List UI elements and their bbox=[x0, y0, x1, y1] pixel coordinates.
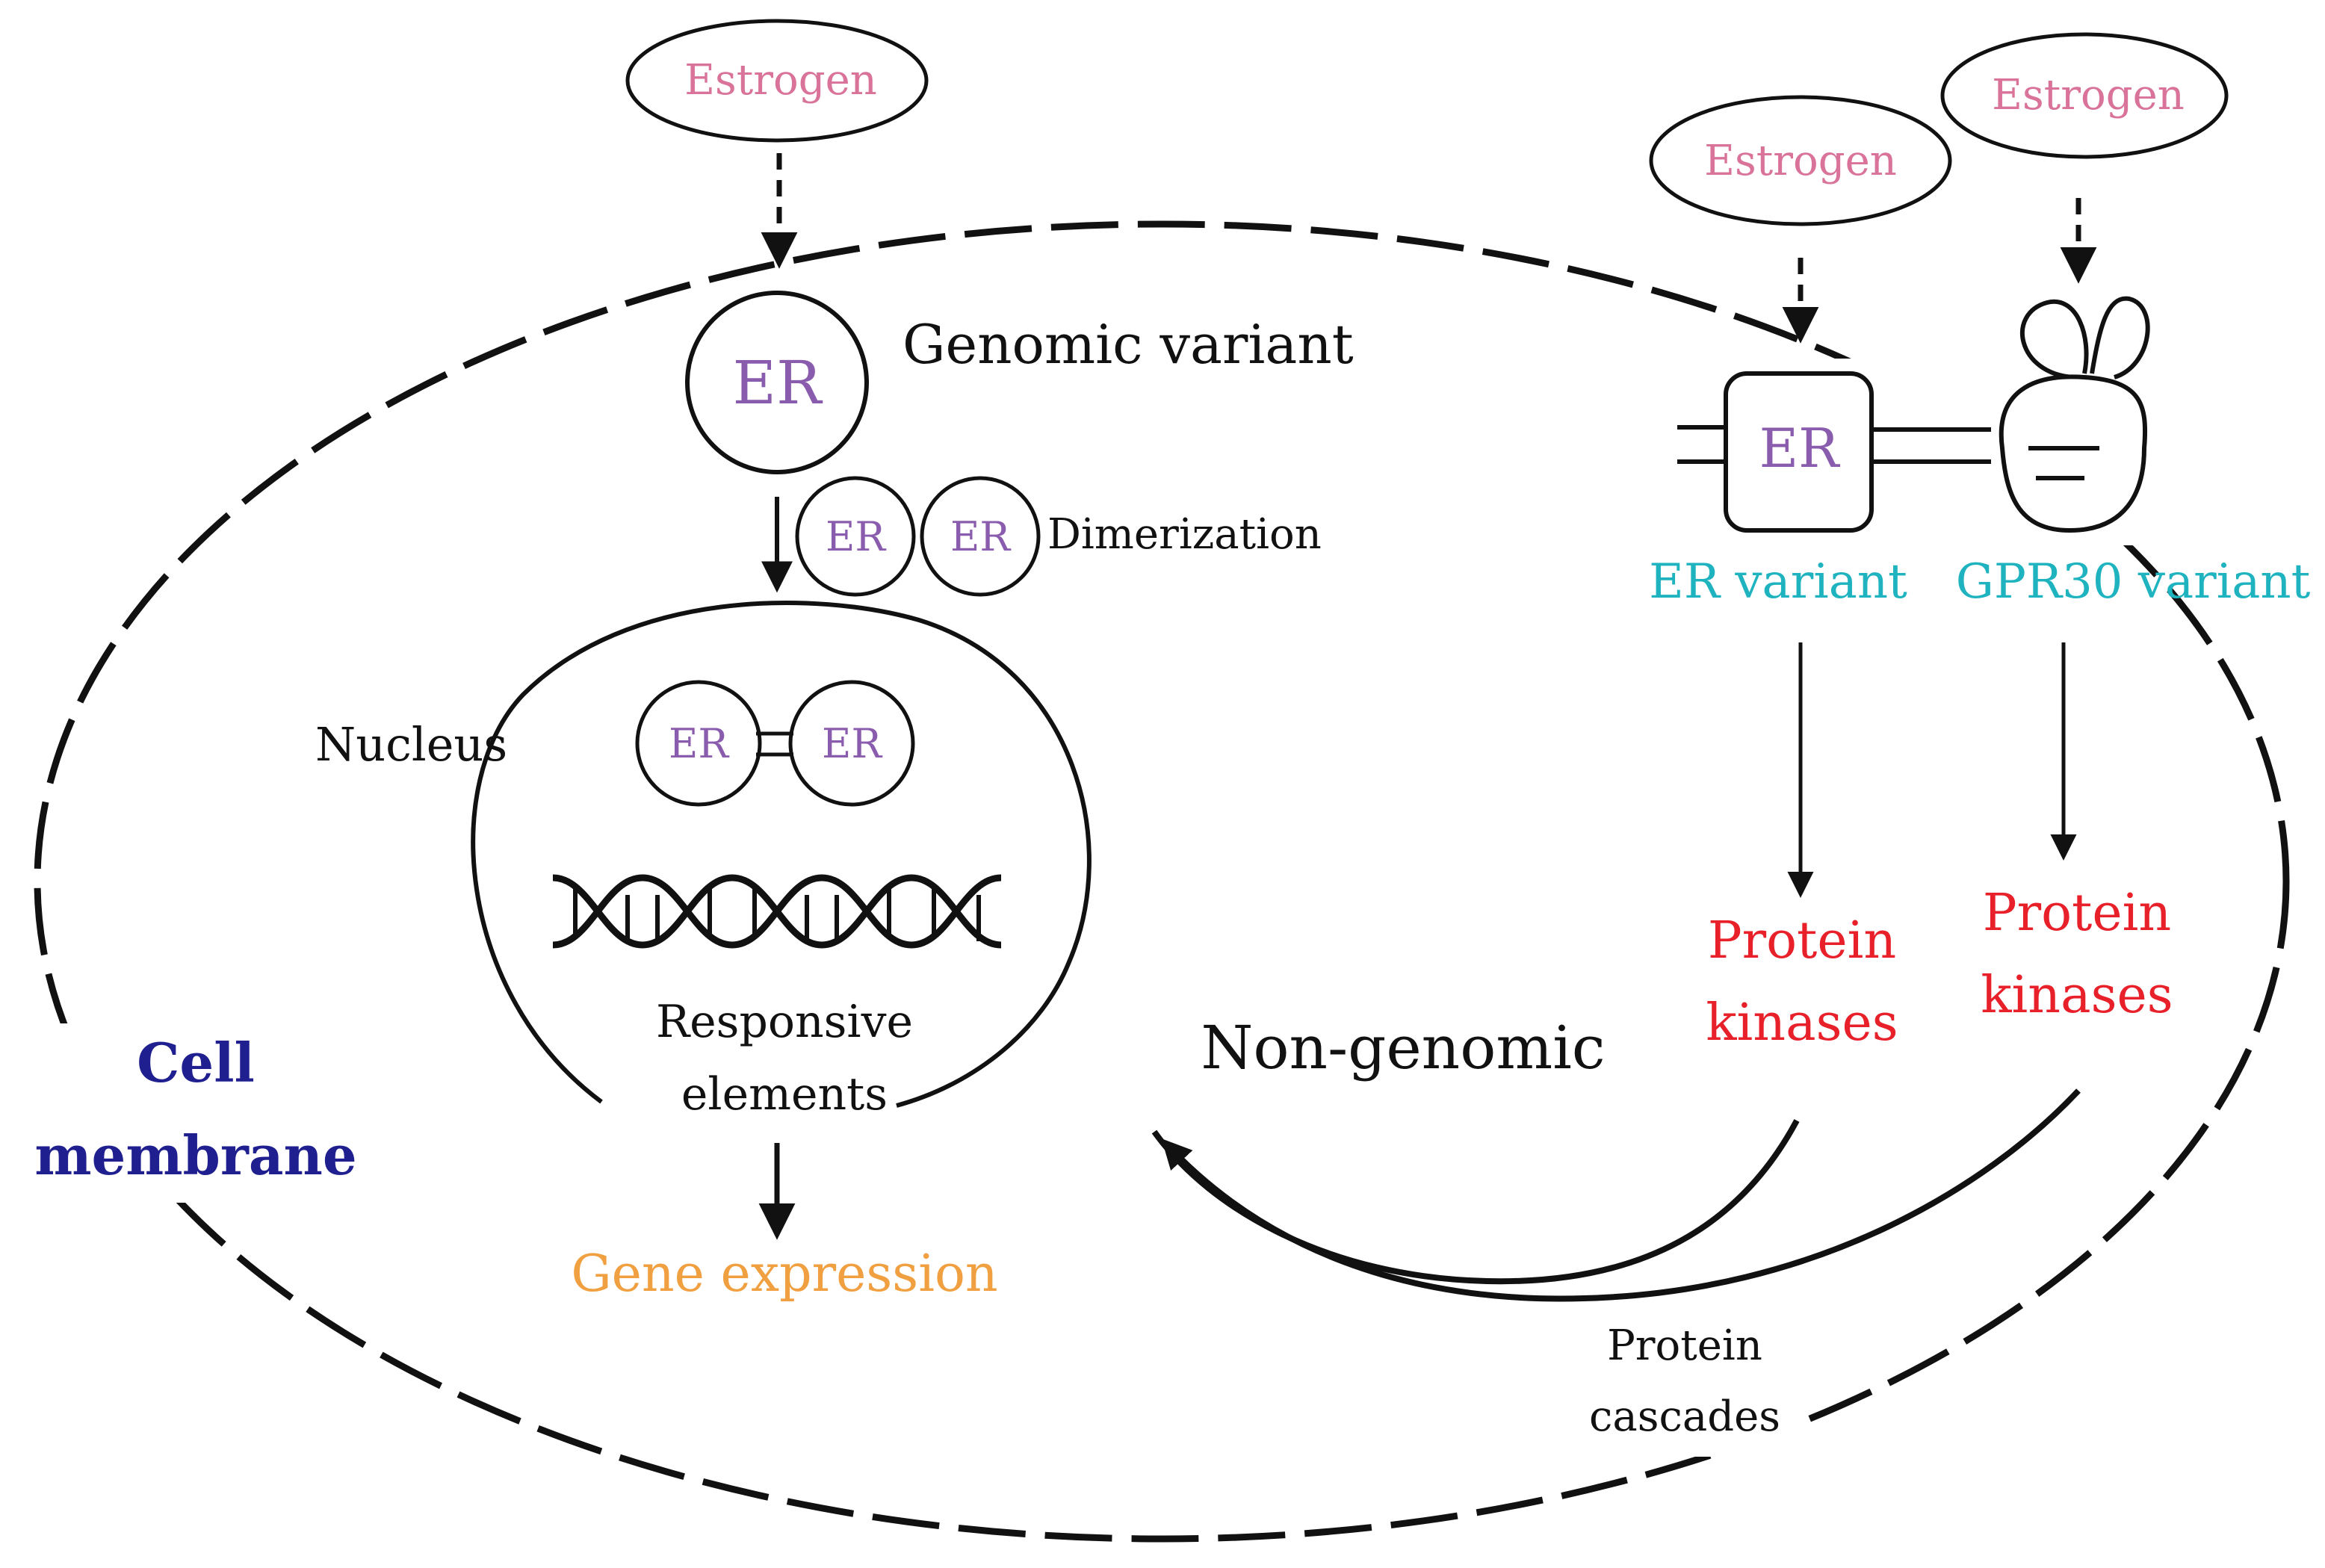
estrogen-label-2: Estrogen bbox=[1704, 137, 1897, 185]
kinases-2-line1: Protein bbox=[1983, 884, 2171, 943]
er-genomic-node: ER bbox=[685, 291, 869, 474]
genomic-variant-label: Genomic variant bbox=[903, 313, 1354, 376]
responsive-elements-line2: elements bbox=[681, 1068, 888, 1121]
er-genomic-label: ER bbox=[733, 348, 823, 418]
responsive-elements-line1: Responsive bbox=[656, 996, 913, 1048]
gpr30-variant-label: GPR30 variant bbox=[1956, 554, 2311, 610]
kinases-1-line1: Protein bbox=[1708, 911, 1896, 970]
kinase-1-cascade-curve bbox=[1151, 1119, 1800, 1285]
gpr30-receptor-icon bbox=[1999, 296, 2150, 533]
er-dimer-a bbox=[795, 476, 916, 597]
estrogen-node-1: Estrogen bbox=[625, 19, 929, 143]
dimerization-label: Dimerization bbox=[1047, 510, 1322, 559]
cell-membrane bbox=[34, 220, 2290, 1543]
er-nuc-a-label: ER bbox=[669, 720, 729, 767]
er-nuclear-dimer: ER ER bbox=[635, 680, 915, 807]
kinases-1-line2: kinases bbox=[1706, 994, 1898, 1053]
er-nuc-b bbox=[788, 680, 915, 807]
gene-expression-label: Gene expression bbox=[571, 1245, 997, 1304]
estrogen-node-2: Estrogen bbox=[1649, 95, 1952, 226]
non-genomic-label: Non-genomic bbox=[1201, 1013, 1605, 1082]
estrogen-node-3: Estrogen bbox=[1940, 32, 2229, 159]
dna-helix-icon bbox=[552, 874, 1002, 949]
cell-membrane-label-line1: Cell bbox=[137, 1031, 255, 1094]
kinases-2-line2: kinases bbox=[1981, 966, 2173, 1025]
kinase-2-cascade-curve bbox=[1161, 1088, 2081, 1302]
er-nuc-a bbox=[635, 680, 762, 807]
er-variant-label: ER variant bbox=[1649, 554, 1907, 610]
cell-membrane-label-line2: membrane bbox=[34, 1124, 356, 1187]
er-dimer-b bbox=[920, 476, 1041, 597]
er-membrane-label: ER bbox=[1759, 417, 1841, 480]
er-nuc-b-label: ER bbox=[822, 720, 882, 767]
nucleus-label: Nucleus bbox=[315, 717, 507, 772]
estrogen-label-3: Estrogen bbox=[1992, 71, 2185, 120]
er-dimer-b-label: ER bbox=[950, 513, 1011, 560]
nucleus-membrane bbox=[471, 601, 1092, 1108]
protein-cascades-line2: cascades bbox=[1589, 1392, 1780, 1441]
er-membrane-receptor bbox=[1677, 371, 1991, 533]
protein-cascades-line1: Protein bbox=[1607, 1321, 1762, 1370]
estrogen-label-1: Estrogen bbox=[684, 56, 877, 105]
er-dimer: ER ER bbox=[795, 476, 1041, 597]
er-dimer-a-label: ER bbox=[826, 513, 886, 560]
